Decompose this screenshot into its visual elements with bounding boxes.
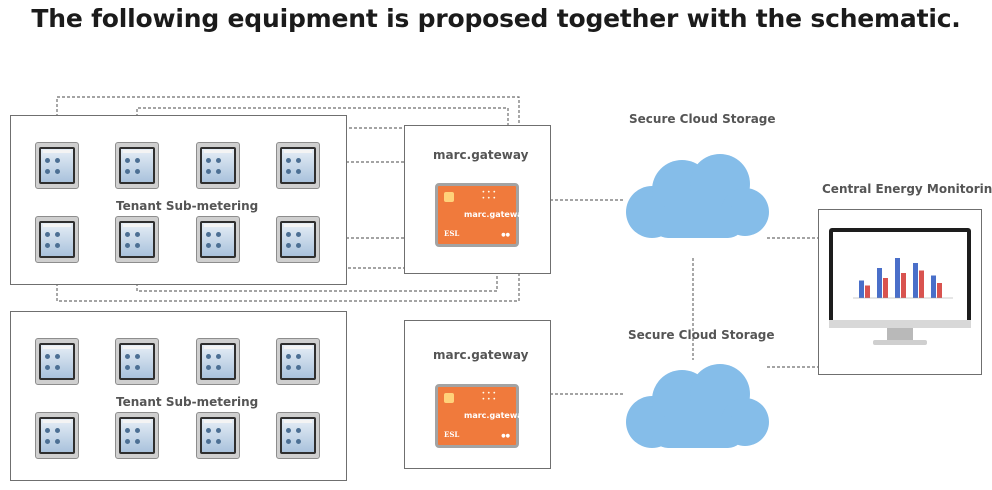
- brand-logo-icon: [444, 192, 454, 202]
- energy-meter-icon: [115, 142, 159, 189]
- tenant-submetering-label-2: Tenant Sub-metering: [113, 395, 262, 409]
- energy-meter-icon: [35, 338, 79, 385]
- chart-bar-blue: [913, 263, 918, 298]
- energy-meter-icon: [196, 142, 240, 189]
- energy-meter-icon: [35, 142, 79, 189]
- energy-meter-icon: [115, 412, 159, 459]
- energy-meter-icon: [196, 338, 240, 385]
- energy-meter-icon: [115, 216, 159, 263]
- status-leds-icon: • • •• • •: [481, 390, 496, 403]
- connector-meter6-loop: [136, 263, 498, 292]
- energy-meter-icon: [276, 412, 320, 459]
- gateway-device-badge-icon: ●●: [501, 433, 510, 439]
- chart-bar-red: [883, 278, 888, 298]
- gateway-device-text: marc.gateway: [464, 210, 528, 219]
- cloud-icon-2: [626, 364, 769, 448]
- gateway-device-text: marc.gateway: [464, 411, 528, 420]
- chart-bar-red: [919, 270, 924, 298]
- status-leds-icon: • • •• • •: [481, 189, 496, 202]
- gateway-device-brand: ESL: [444, 430, 460, 439]
- cloud-label-1: Secure Cloud Storage: [629, 112, 776, 126]
- gateway-device-1: • • •• • • marc.gateway ESL ●●: [435, 183, 528, 247]
- page-heading: The following equipment is proposed toge…: [31, 4, 961, 33]
- monitor-chart: [853, 258, 953, 299]
- cloud-label-2: Secure Cloud Storage: [628, 328, 775, 342]
- cloud-icon-1: [626, 154, 769, 238]
- energy-meter-icon: [196, 412, 240, 459]
- energy-meter-icon: [35, 216, 79, 263]
- gateway-label-2: marc.gateway: [433, 348, 529, 362]
- chart-bar-red: [937, 283, 942, 298]
- chart-bar-blue: [931, 275, 936, 298]
- gateway-device-badge-icon: ●●: [501, 232, 510, 238]
- tenant-submetering-label-1: Tenant Sub-metering: [113, 199, 262, 213]
- gateway-label-1: marc.gateway: [433, 148, 529, 162]
- gateway-device-2: • • •• • • marc.gateway ESL ●●: [435, 384, 528, 448]
- energy-meter-icon: [276, 338, 320, 385]
- energy-meter-icon: [115, 338, 159, 385]
- energy-meter-icon: [276, 216, 320, 263]
- energy-meter-icon: [35, 412, 79, 459]
- energy-meter-icon: [276, 142, 320, 189]
- chart-bar-red: [901, 273, 906, 298]
- energy-meter-icon: [196, 216, 240, 263]
- monitor-icon: [829, 228, 971, 345]
- chart-bar-blue: [895, 258, 900, 298]
- brand-logo-icon: [444, 393, 454, 403]
- chart-bar-red: [865, 285, 870, 298]
- gateway-device-brand: ESL: [444, 229, 460, 238]
- chart-bar-blue: [859, 280, 864, 298]
- monitoring-label: Central Energy Monitoring: [822, 182, 992, 196]
- chart-bar-blue: [877, 268, 882, 298]
